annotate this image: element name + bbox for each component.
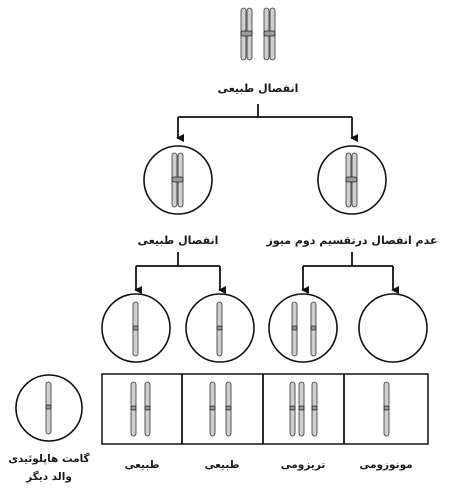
zygote-1-label: طبیعی bbox=[124, 459, 159, 471]
zygote-4-label: مونوزومی bbox=[359, 459, 412, 471]
top-homologous-pair bbox=[240, 7, 276, 61]
other-parent-gamete bbox=[15, 374, 83, 442]
top-normal-label: انفصال طبیعی bbox=[218, 82, 299, 95]
left-normal-label: انفصال طبیعی bbox=[138, 234, 219, 247]
zygote-4-monosomy bbox=[383, 381, 390, 437]
zygote-3-trisomy bbox=[289, 381, 318, 437]
top-chromosome-left bbox=[240, 7, 253, 61]
nondisjunction-label: عدم انفصال درتقسیم دوم میوز bbox=[266, 234, 438, 247]
zygote-2-normal bbox=[209, 381, 232, 437]
gamete-4-nullisomic bbox=[358, 293, 428, 363]
second-division-arrows-right bbox=[301, 252, 399, 294]
top-chromosome-right bbox=[263, 7, 276, 61]
gamete-1 bbox=[101, 293, 171, 363]
gamete-3-disomic bbox=[268, 293, 338, 363]
second-division-arrows-left bbox=[134, 252, 226, 294]
zygote-row bbox=[101, 373, 429, 445]
gamete-2 bbox=[185, 293, 255, 363]
first-division-arrows bbox=[176, 104, 358, 142]
zygote-1-normal bbox=[130, 381, 151, 437]
zygote-2-label: طبیعی bbox=[204, 459, 239, 471]
cell-right-after-meiosis-1 bbox=[317, 145, 387, 215]
other-parent-label-line1: گامت هاپلوئیدی bbox=[8, 452, 90, 465]
cell-left-after-meiosis-1 bbox=[143, 145, 213, 215]
zygote-3-label: تریزومی bbox=[281, 459, 326, 471]
other-parent-label-line2: والد دیگر bbox=[25, 470, 72, 483]
